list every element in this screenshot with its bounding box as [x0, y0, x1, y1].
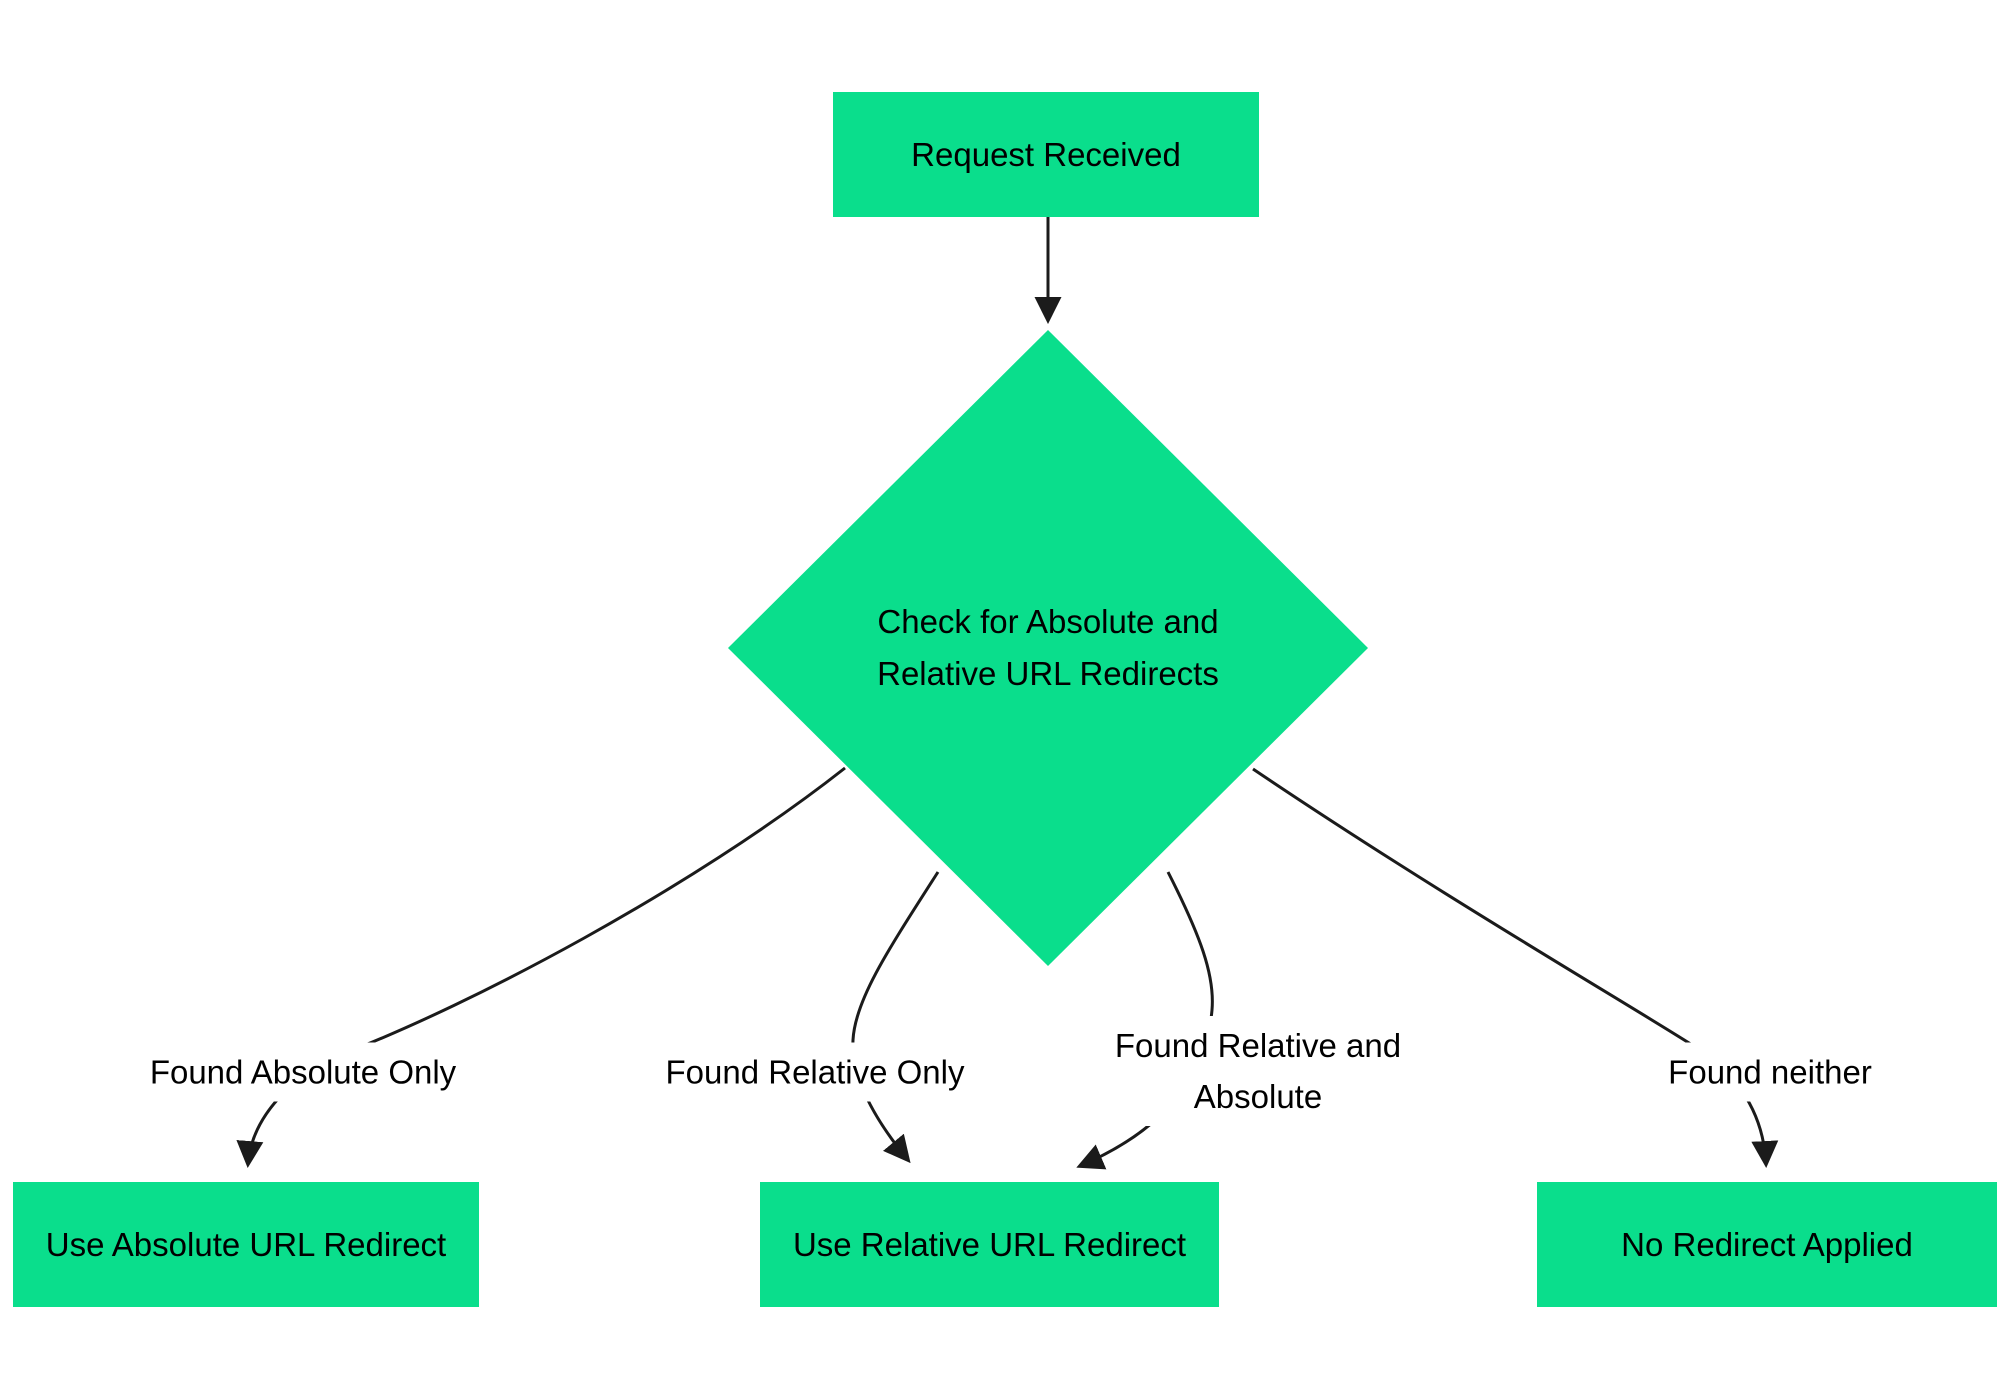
edge-decision-to-absolute	[236, 766, 846, 1169]
edge-label-found-relative-and-absolute: Found Relative and Absolute	[1106, 1016, 1410, 1126]
node-no-redirect-applied: No Redirect Applied	[1537, 1182, 1997, 1307]
node-use-relative-redirect: Use Relative URL Redirect	[760, 1182, 1219, 1307]
decision-diamond-shape	[728, 330, 1368, 966]
node-decision-label-line1: Check for Absolute and	[877, 603, 1219, 640]
node-use-relative-redirect-label: Use Relative URL Redirect	[792, 1225, 1187, 1263]
edge-label-found-absolute-only: Found Absolute Only	[141, 1042, 465, 1102]
edge-label-found-relative-and-absolute-line1: Found Relative and	[1114, 1027, 1402, 1064]
edge-label-found-relative-only: Found Relative Only	[657, 1042, 973, 1102]
node-decision-label: Check for Absolute and Relative URL Redi…	[748, 596, 1348, 700]
node-use-absolute-redirect-label: Use Absolute URL Redirect	[45, 1225, 447, 1263]
edge-decision-to-neither	[1252, 767, 1779, 1169]
edge-decision-to-relative-left	[851, 871, 940, 1164]
edge-label-found-relative-and-absolute-line2: Absolute	[1193, 1078, 1323, 1115]
node-request-received: Request Received	[833, 92, 1259, 217]
node-no-redirect-applied-label: No Redirect Applied	[1621, 1225, 1913, 1263]
edge-label-found-neither: Found neither	[1660, 1042, 1880, 1102]
node-request-received-label: Request Received	[911, 135, 1181, 173]
node-decision-label-line2: Relative URL Redirects	[877, 655, 1219, 692]
node-use-absolute-redirect: Use Absolute URL Redirect	[13, 1182, 479, 1307]
